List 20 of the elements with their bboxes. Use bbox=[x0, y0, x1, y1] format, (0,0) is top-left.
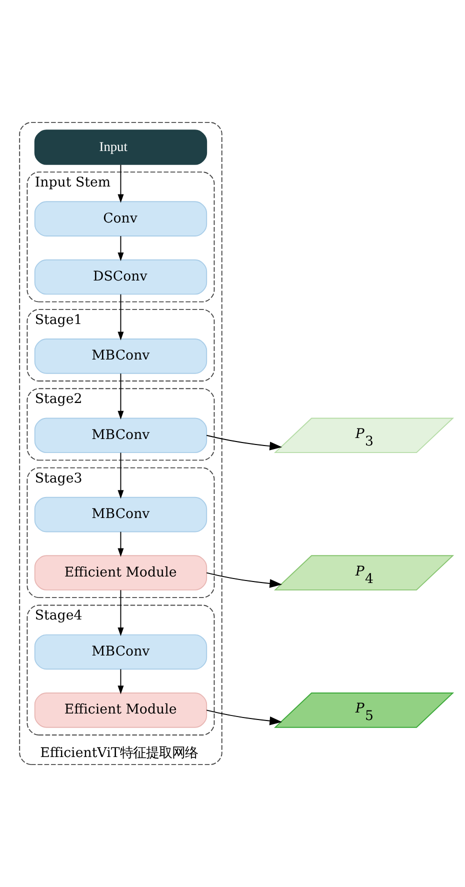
arrow bbox=[118, 531, 124, 557]
arrow bbox=[118, 452, 124, 499]
node-box: Input bbox=[34, 130, 208, 165]
arrow bbox=[118, 164, 124, 203]
arrow bbox=[206, 434, 282, 450]
node-box: MBConv bbox=[34, 634, 208, 670]
arrow bbox=[206, 710, 282, 726]
arrow bbox=[118, 668, 124, 694]
node-box: MBConv bbox=[34, 338, 208, 374]
arrow bbox=[118, 294, 124, 340]
arrow bbox=[118, 236, 124, 262]
node-box: Efficient Module bbox=[34, 692, 208, 728]
node-box: Efficient Module bbox=[34, 555, 208, 590]
node-box: MBConv bbox=[34, 496, 208, 532]
arrow bbox=[118, 373, 124, 420]
arrow bbox=[206, 572, 282, 588]
node-box: MBConv bbox=[34, 418, 208, 454]
node-box: Conv bbox=[34, 201, 208, 236]
arrow bbox=[118, 590, 124, 636]
node-box: DSConv bbox=[34, 259, 208, 295]
